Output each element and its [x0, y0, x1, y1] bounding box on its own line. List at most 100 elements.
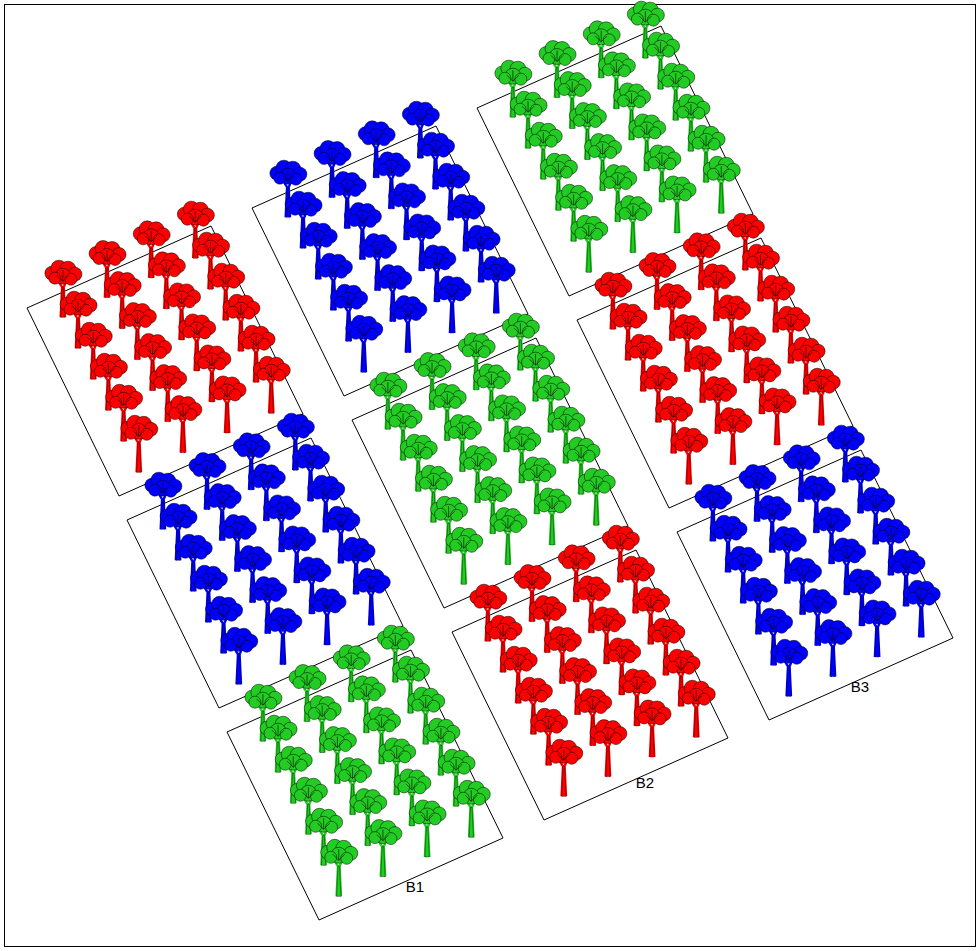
tree-crown: [374, 384, 386, 396]
tree-crown: [108, 284, 120, 296]
tree-crown: [622, 538, 634, 550]
tree-trunk-fill: [269, 383, 273, 413]
tree-trunk-fill: [181, 423, 185, 453]
tree-branch: [397, 413, 409, 424]
tree-crown: [589, 116, 601, 128]
field-plot: [127, 413, 403, 708]
tree-trunk-fill: [325, 615, 329, 645]
tree-crown: [622, 568, 634, 580]
tree-crown: [464, 458, 476, 470]
tree-branch: [358, 325, 370, 336]
tree-crown: [468, 207, 480, 219]
tree-crown: [598, 481, 610, 493]
tree-crown: [49, 272, 61, 284]
tree: [859, 600, 896, 657]
tree-branch: [282, 170, 294, 181]
tree-crown: [241, 640, 253, 652]
field-plot: [352, 313, 628, 608]
plot-outline: [477, 26, 753, 296]
tree-crown: [364, 216, 376, 228]
tree-crown: [735, 421, 747, 433]
tree-crown: [254, 589, 266, 601]
tree-branch: [172, 513, 184, 524]
tree: [209, 376, 246, 433]
tree-crown: [319, 265, 331, 277]
tree-trunk-fill: [831, 647, 835, 677]
tree-branch: [545, 385, 557, 396]
tree-crown: [509, 408, 521, 420]
tree-branch: [537, 132, 549, 143]
tree-crown: [283, 538, 295, 550]
tree: [578, 468, 615, 525]
tree-branch: [475, 235, 487, 246]
tree-crown: [198, 357, 210, 369]
tree-crown: [618, 95, 630, 107]
tree: [715, 408, 752, 465]
tree-branch: [297, 201, 309, 212]
tree-crown: [723, 169, 735, 181]
tree-branch: [191, 324, 203, 335]
tree-branch: [915, 590, 927, 601]
tree-crown: [464, 428, 476, 440]
tree-crown: [179, 546, 191, 558]
tree-crown: [285, 621, 297, 633]
tree-crown: [648, 157, 660, 169]
tree-crown: [699, 496, 711, 508]
tree-crown: [539, 470, 551, 482]
tree: [659, 176, 696, 233]
tree-crown: [508, 438, 520, 450]
tree-crown: [729, 558, 741, 570]
tree-branch: [206, 355, 218, 366]
tree-crown: [237, 445, 249, 457]
tree-crown: [677, 106, 689, 118]
tree-crown: [406, 113, 418, 125]
tree-crown: [718, 277, 730, 289]
tree-crown: [659, 266, 671, 278]
tree-crown: [462, 345, 474, 357]
tree-crown: [448, 427, 460, 439]
tree-crown: [110, 366, 122, 378]
tree-trunk-fill: [369, 595, 373, 625]
tree-branch: [870, 497, 882, 508]
tree-crown: [228, 276, 240, 288]
tree-crown: [393, 165, 405, 177]
tree-crown: [559, 54, 571, 66]
tree-crown: [823, 381, 835, 393]
tree-branch: [327, 263, 339, 274]
tree-branch: [445, 173, 457, 184]
tree-crown: [545, 135, 557, 147]
tree-crown: [318, 153, 330, 165]
tree-branch: [626, 93, 638, 104]
tree-crown: [289, 203, 301, 215]
tree-branch: [695, 243, 707, 254]
tree-branch: [133, 425, 145, 436]
tree-crown: [390, 385, 402, 397]
tree-crown: [759, 478, 771, 490]
tree-branch: [797, 568, 809, 579]
tree-branch: [514, 323, 526, 334]
tree-trunk-fill: [875, 627, 879, 657]
tree: [571, 215, 608, 272]
tree-crown: [763, 400, 775, 412]
tree-branch: [262, 587, 274, 598]
tree-crown: [141, 428, 153, 440]
tree-branch: [726, 305, 738, 316]
tree-branch: [335, 516, 347, 527]
tree-crown: [773, 539, 785, 551]
tree-crown: [253, 446, 265, 458]
tree-trunk-fill: [687, 454, 691, 484]
tree-crown: [197, 244, 209, 256]
tree-crown: [633, 126, 645, 138]
tree-trunk-fill: [550, 515, 554, 545]
tree-branch: [416, 224, 428, 235]
tree-crown: [537, 387, 549, 399]
tree-crown: [835, 633, 847, 645]
tree-crown: [434, 366, 446, 378]
tree-branch: [502, 518, 514, 529]
tree-crown: [676, 409, 688, 421]
tree-crown: [184, 296, 196, 308]
tree-branch: [162, 375, 174, 386]
tree-crown: [538, 500, 550, 512]
tree-crown: [378, 134, 390, 146]
tree-crown: [758, 508, 770, 520]
